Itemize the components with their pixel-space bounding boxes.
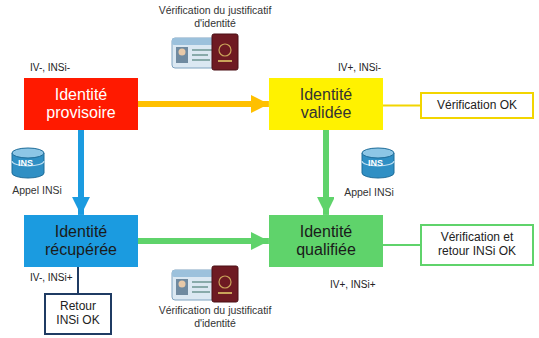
- transition-arrow: [138, 238, 269, 244]
- check-box: Vérification et retour INSi OK: [420, 224, 534, 266]
- database-icon: [362, 148, 394, 178]
- id-card-picture: [172, 266, 238, 302]
- edge-label: Appel INSi: [2, 184, 72, 197]
- transition-arrow: [138, 101, 269, 107]
- check-box: Retour INSi OK: [44, 293, 112, 335]
- connector-line: [77, 267, 79, 293]
- state-title: Identité récupérée: [29, 223, 133, 260]
- check-text: Retour INSi OK: [51, 300, 105, 328]
- edge-label: Vérification du justificatif d'identité: [150, 4, 280, 29]
- status-code: IV+, INSi+: [330, 279, 376, 290]
- id-card-picture: [172, 34, 238, 70]
- check-box: Vérification OK: [420, 92, 534, 119]
- edge-label: Appel INSi: [334, 186, 404, 199]
- state-box: Identité validée: [269, 78, 383, 130]
- state-title: Identité qualifiée: [274, 223, 378, 260]
- connector-line: [383, 244, 420, 246]
- status-code: IV+, INSi-: [338, 62, 381, 73]
- state-title: Identité provisoire: [29, 86, 133, 123]
- state-box: Identité provisoire: [24, 78, 138, 130]
- check-text: Vérification OK: [437, 99, 517, 113]
- status-code: IV-, INSi+: [30, 272, 73, 283]
- edge-label: Vérification du justificatif d'identité: [150, 304, 280, 329]
- check-text: Vérification et retour INSi OK: [427, 231, 527, 259]
- transition-arrow: [323, 130, 329, 215]
- status-code: IV-, INSi-: [30, 62, 70, 73]
- state-title: Identité validée: [274, 86, 378, 123]
- connector-line: [383, 105, 420, 107]
- icon-label: INS: [18, 158, 33, 168]
- transition-arrow: [78, 130, 84, 215]
- database-icon: [12, 148, 44, 178]
- state-box: Identité qualifiée: [269, 215, 383, 267]
- icon-label: INS: [368, 158, 383, 168]
- state-box: Identité récupérée: [24, 215, 138, 267]
